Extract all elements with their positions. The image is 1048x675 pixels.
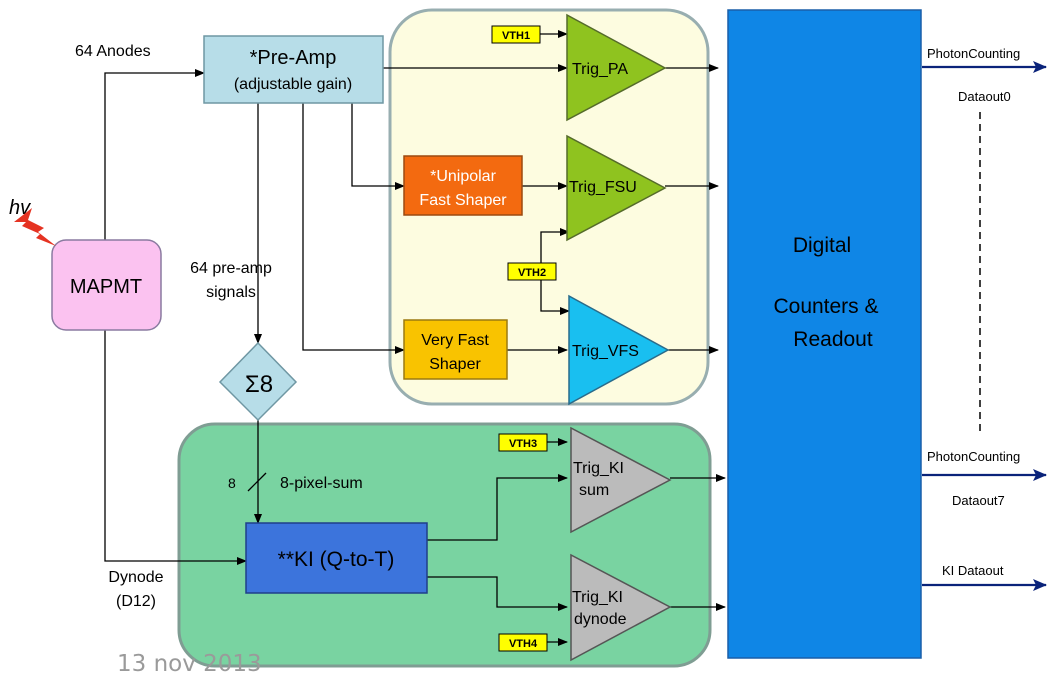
trig-ki-sum-triangle <box>570 426 672 534</box>
dataout7-label-line2: Dataout7 <box>952 493 1005 508</box>
bus-slash <box>247 472 267 492</box>
trig-vfs-label: Trig_VFS <box>572 343 639 360</box>
ki-to-trig-sum-wire <box>427 474 568 541</box>
trig-ki-dynode-triangle <box>570 553 672 662</box>
signal-wires <box>104 30 726 646</box>
anodes-label: 64 Anodes <box>75 43 151 60</box>
unipolar-label-line2: Fast Shaper <box>419 192 507 209</box>
trig-ki-sum-label-line2: sum <box>579 482 609 499</box>
dataout0-label-line2: Dataout0 <box>958 89 1011 104</box>
output-arrows <box>922 61 1047 591</box>
vth2-down-wire <box>540 280 570 315</box>
anode-wire <box>104 69 205 240</box>
sum-block <box>218 341 298 422</box>
preamp-to-unipolar-wire <box>351 103 405 190</box>
vth4-tag <box>498 633 548 652</box>
dynode-label-line2: (D12) <box>116 593 156 610</box>
very-fast-shaper-block <box>403 319 508 380</box>
digital-counters-block <box>727 9 922 659</box>
trig-pa-label: Trig_PA <box>572 61 628 78</box>
trig-fsu-label: Trig_FSU <box>569 179 637 196</box>
mapmt-label: MAPMT <box>70 276 142 298</box>
trig-fsu-triangle <box>566 134 667 242</box>
dynode-label-line1: Dynode <box>108 569 163 586</box>
dataout7-label-line1: PhotonCounting <box>927 449 1020 464</box>
trig-ki-dynode-label-line2: dynode <box>574 611 627 628</box>
trig-ki-sum-label-line1: Trig_KI <box>573 460 624 477</box>
preamp-signals-line2: signals <box>206 284 256 301</box>
ki-to-trig-dynode-wire <box>427 576 568 611</box>
photon-icon <box>14 208 56 246</box>
date-footer: 13 nov 2013 <box>117 651 262 675</box>
ki-block <box>245 522 428 594</box>
vth2-up-wire <box>540 228 570 264</box>
ki-dataout-label: KI Dataout <box>942 563 1004 578</box>
trig-pa-triangle <box>566 13 667 122</box>
digital-label-line2: Counters & <box>773 295 878 318</box>
vth3-tag <box>498 433 548 452</box>
mapmt-block <box>51 239 162 331</box>
preamp-signals-line1: 64 pre-amp <box>190 260 272 277</box>
dataout0-label-line1: PhotonCounting <box>927 46 1020 61</box>
pixel-sum-label: 8-pixel-sum <box>280 475 363 492</box>
vth2-label: VTH2 <box>518 267 546 279</box>
vfs-label-line2: Shaper <box>429 356 481 373</box>
preamp-block <box>203 35 384 104</box>
bus-width-label: 8 <box>228 475 236 491</box>
ki-label: **KI (Q-to-T) <box>278 548 395 571</box>
preamp-subtitle: (adjustable gain) <box>234 76 352 93</box>
unipolar-label-line1: *Unipolar <box>430 168 496 185</box>
unipolar-shaper-block <box>403 155 523 216</box>
trigger-region <box>388 8 710 406</box>
vth2-tag <box>507 262 557 281</box>
sum-label: Σ8 <box>245 371 273 398</box>
vth1-label: VTH1 <box>502 30 530 42</box>
dynode-wire <box>104 330 247 565</box>
vfs-label-line1: Very Fast <box>421 332 489 349</box>
preamp-to-vfs-wire <box>302 103 405 354</box>
trig-ki-dynode-label-line1: Trig_KI <box>572 589 623 606</box>
preamp-title: *Pre-Amp <box>250 47 337 69</box>
vth3-label: VTH3 <box>509 438 537 450</box>
digital-label-line3: Readout <box>793 328 873 351</box>
vth4-label: VTH4 <box>509 638 538 650</box>
trig-vfs-triangle <box>568 294 670 406</box>
digital-label-line1: Digital <box>793 234 851 257</box>
vth1-tag <box>491 25 541 44</box>
